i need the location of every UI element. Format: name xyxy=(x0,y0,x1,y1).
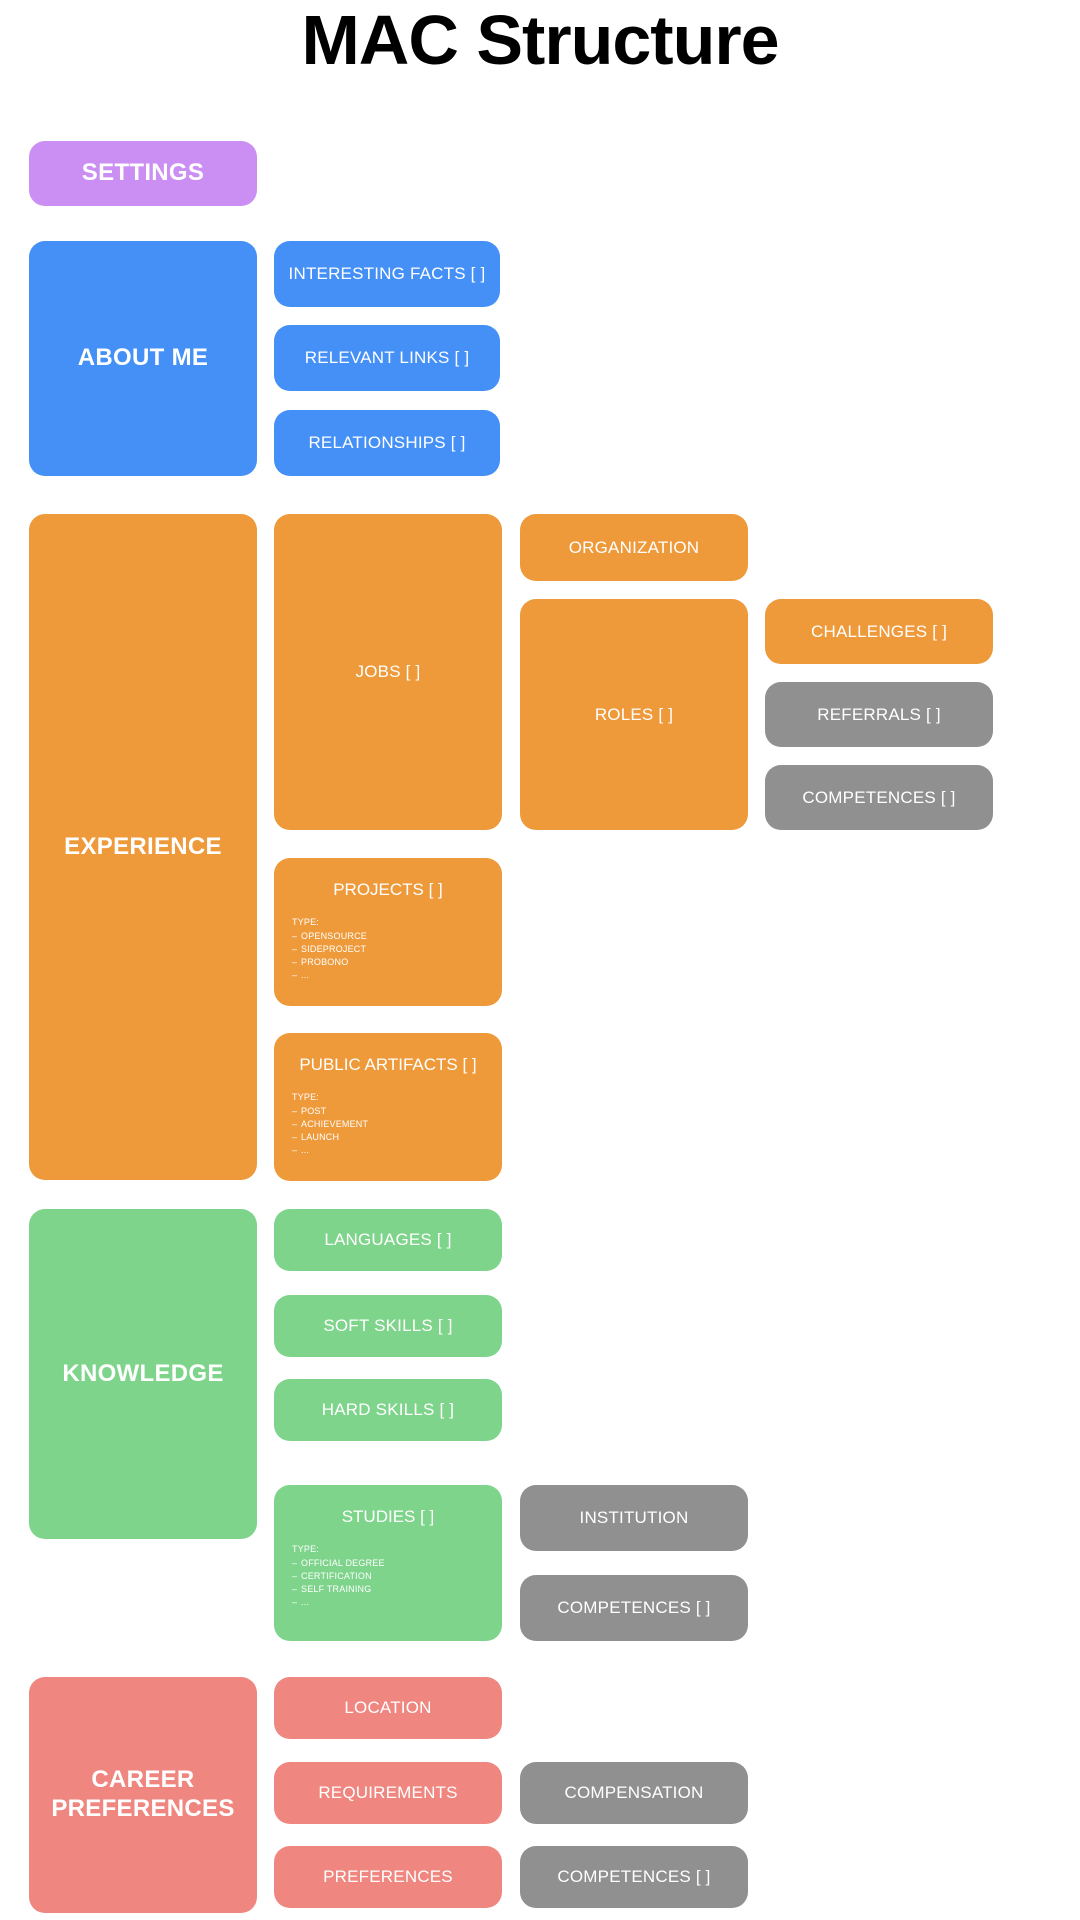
node-relationships-label: RELATIONSHIPS [ ] xyxy=(308,433,466,452)
node-organization[interactable]: ORGANIZATION xyxy=(520,514,748,581)
node-referrals[interactable]: REFERRALS [ ] xyxy=(765,682,993,747)
projects-type-item: –OPENSOURCE xyxy=(292,931,368,942)
node-interesting-facts-label: INTERESTING FACTS [ ] xyxy=(288,264,486,283)
node-relevant-links[interactable]: RELEVANT LINKS [ ] xyxy=(274,325,500,391)
node-projects-label: PROJECTS [ ] xyxy=(333,880,443,899)
node-organization-label: ORGANIZATION xyxy=(568,537,700,557)
node-studies-competences-label: COMPETENCES [ ] xyxy=(557,1598,711,1617)
public-artifacts-type-item: –ACHIEVEMENT xyxy=(292,1119,369,1130)
node-experience-competences[interactable]: COMPETENCES [ ] xyxy=(765,765,993,830)
node-about-me-label: ABOUT ME xyxy=(77,344,209,372)
node-challenges-label: CHALLENGES [ ] xyxy=(810,621,947,641)
node-career-competences-label: COMPETENCES [ ] xyxy=(557,1867,711,1886)
node-soft-skills[interactable]: SOFT SKILLS [ ] xyxy=(274,1295,502,1357)
node-experience[interactable]: EXPERIENCE xyxy=(29,514,257,1180)
studies-type-item: –CERTIFICATION xyxy=(292,1571,372,1582)
node-jobs[interactable]: JOBS [ ] xyxy=(274,514,502,830)
node-experience-competences-label: COMPETENCES [ ] xyxy=(802,787,956,807)
node-career-preferences[interactable]: CAREER PREFERENCES xyxy=(29,1677,257,1913)
node-languages-label: LANGUAGES [ ] xyxy=(324,1230,452,1249)
node-institution[interactable]: INSTITUTION xyxy=(520,1485,748,1551)
node-requirements[interactable]: REQUIREMENTS xyxy=(274,1762,502,1824)
node-projects[interactable]: PROJECTS [ ] TYPE: –OPENSOURCE –SIDEPROJ… xyxy=(274,858,502,1006)
projects-type-item: –PROBONO xyxy=(292,957,349,968)
node-studies[interactable]: STUDIES [ ] TYPE: –OFFICIAL DEGREE –CERT… xyxy=(274,1485,502,1641)
public-artifacts-type-heading: TYPE: xyxy=(292,1092,320,1102)
node-challenges[interactable]: CHALLENGES [ ] xyxy=(765,599,993,664)
node-compensation-label: COMPENSATION xyxy=(564,1783,704,1802)
node-knowledge[interactable]: KNOWLEDGE xyxy=(29,1209,257,1539)
node-studies-label: STUDIES [ ] xyxy=(341,1507,435,1526)
node-settings-label: SETTINGS xyxy=(81,159,205,187)
public-artifacts-type-item: –POST xyxy=(292,1106,327,1117)
node-roles-label: ROLES [ ] xyxy=(594,704,674,724)
projects-type-item: –... xyxy=(292,970,310,981)
studies-type-list: TYPE: –OFFICIAL DEGREE –CERTIFICATION –S… xyxy=(274,1543,502,1609)
node-preferences[interactable]: PREFERENCES xyxy=(274,1846,502,1908)
studies-type-item: –OFFICIAL DEGREE xyxy=(292,1558,385,1569)
node-relationships[interactable]: RELATIONSHIPS [ ] xyxy=(274,410,500,476)
node-hard-skills-label: HARD SKILLS [ ] xyxy=(321,1400,455,1419)
node-relevant-links-label: RELEVANT LINKS [ ] xyxy=(304,348,470,367)
node-location-label: LOCATION xyxy=(344,1698,432,1717)
node-career-competences[interactable]: COMPETENCES [ ] xyxy=(520,1846,748,1908)
node-public-artifacts[interactable]: PUBLIC ARTIFACTS [ ] TYPE: –POST –ACHIEV… xyxy=(274,1033,502,1181)
node-career-preferences-label: CAREER PREFERENCES xyxy=(51,1766,235,1822)
public-artifacts-type-item: –LAUNCH xyxy=(292,1132,340,1143)
public-artifacts-type-list: TYPE: –POST –ACHIEVEMENT –LAUNCH –... xyxy=(274,1091,502,1157)
node-soft-skills-label: SOFT SKILLS [ ] xyxy=(323,1316,453,1335)
node-about-me[interactable]: ABOUT ME xyxy=(29,241,257,476)
node-hard-skills[interactable]: HARD SKILLS [ ] xyxy=(274,1379,502,1441)
node-public-artifacts-label: PUBLIC ARTIFACTS [ ] xyxy=(299,1055,477,1074)
public-artifacts-type-item: –... xyxy=(292,1145,310,1156)
node-location[interactable]: LOCATION xyxy=(274,1677,502,1739)
projects-type-item: –SIDEPROJECT xyxy=(292,944,367,955)
node-institution-label: INSTITUTION xyxy=(579,1508,689,1527)
node-roles[interactable]: ROLES [ ] xyxy=(520,599,748,830)
node-preferences-label: PREFERENCES xyxy=(323,1867,453,1886)
node-jobs-label: JOBS [ ] xyxy=(355,662,421,681)
node-requirements-label: REQUIREMENTS xyxy=(318,1783,458,1802)
projects-type-list: TYPE: –OPENSOURCE –SIDEPROJECT –PROBONO … xyxy=(274,916,502,982)
node-referrals-label: REFERRALS [ ] xyxy=(817,704,941,724)
projects-type-heading: TYPE: xyxy=(292,917,320,927)
node-languages[interactable]: LANGUAGES [ ] xyxy=(274,1209,502,1271)
node-compensation[interactable]: COMPENSATION xyxy=(520,1762,748,1824)
studies-type-item: –SELF TRAINING xyxy=(292,1584,372,1595)
node-interesting-facts[interactable]: INTERESTING FACTS [ ] xyxy=(274,241,500,307)
node-experience-label: EXPERIENCE xyxy=(64,832,222,860)
node-settings[interactable]: SETTINGS xyxy=(29,141,257,206)
node-knowledge-label: KNOWLEDGE xyxy=(62,1359,224,1387)
studies-type-item: –... xyxy=(292,1597,310,1608)
page-title: MAC Structure xyxy=(301,1,779,79)
studies-type-heading: TYPE: xyxy=(292,1544,320,1554)
node-studies-competences[interactable]: COMPETENCES [ ] xyxy=(520,1575,748,1641)
